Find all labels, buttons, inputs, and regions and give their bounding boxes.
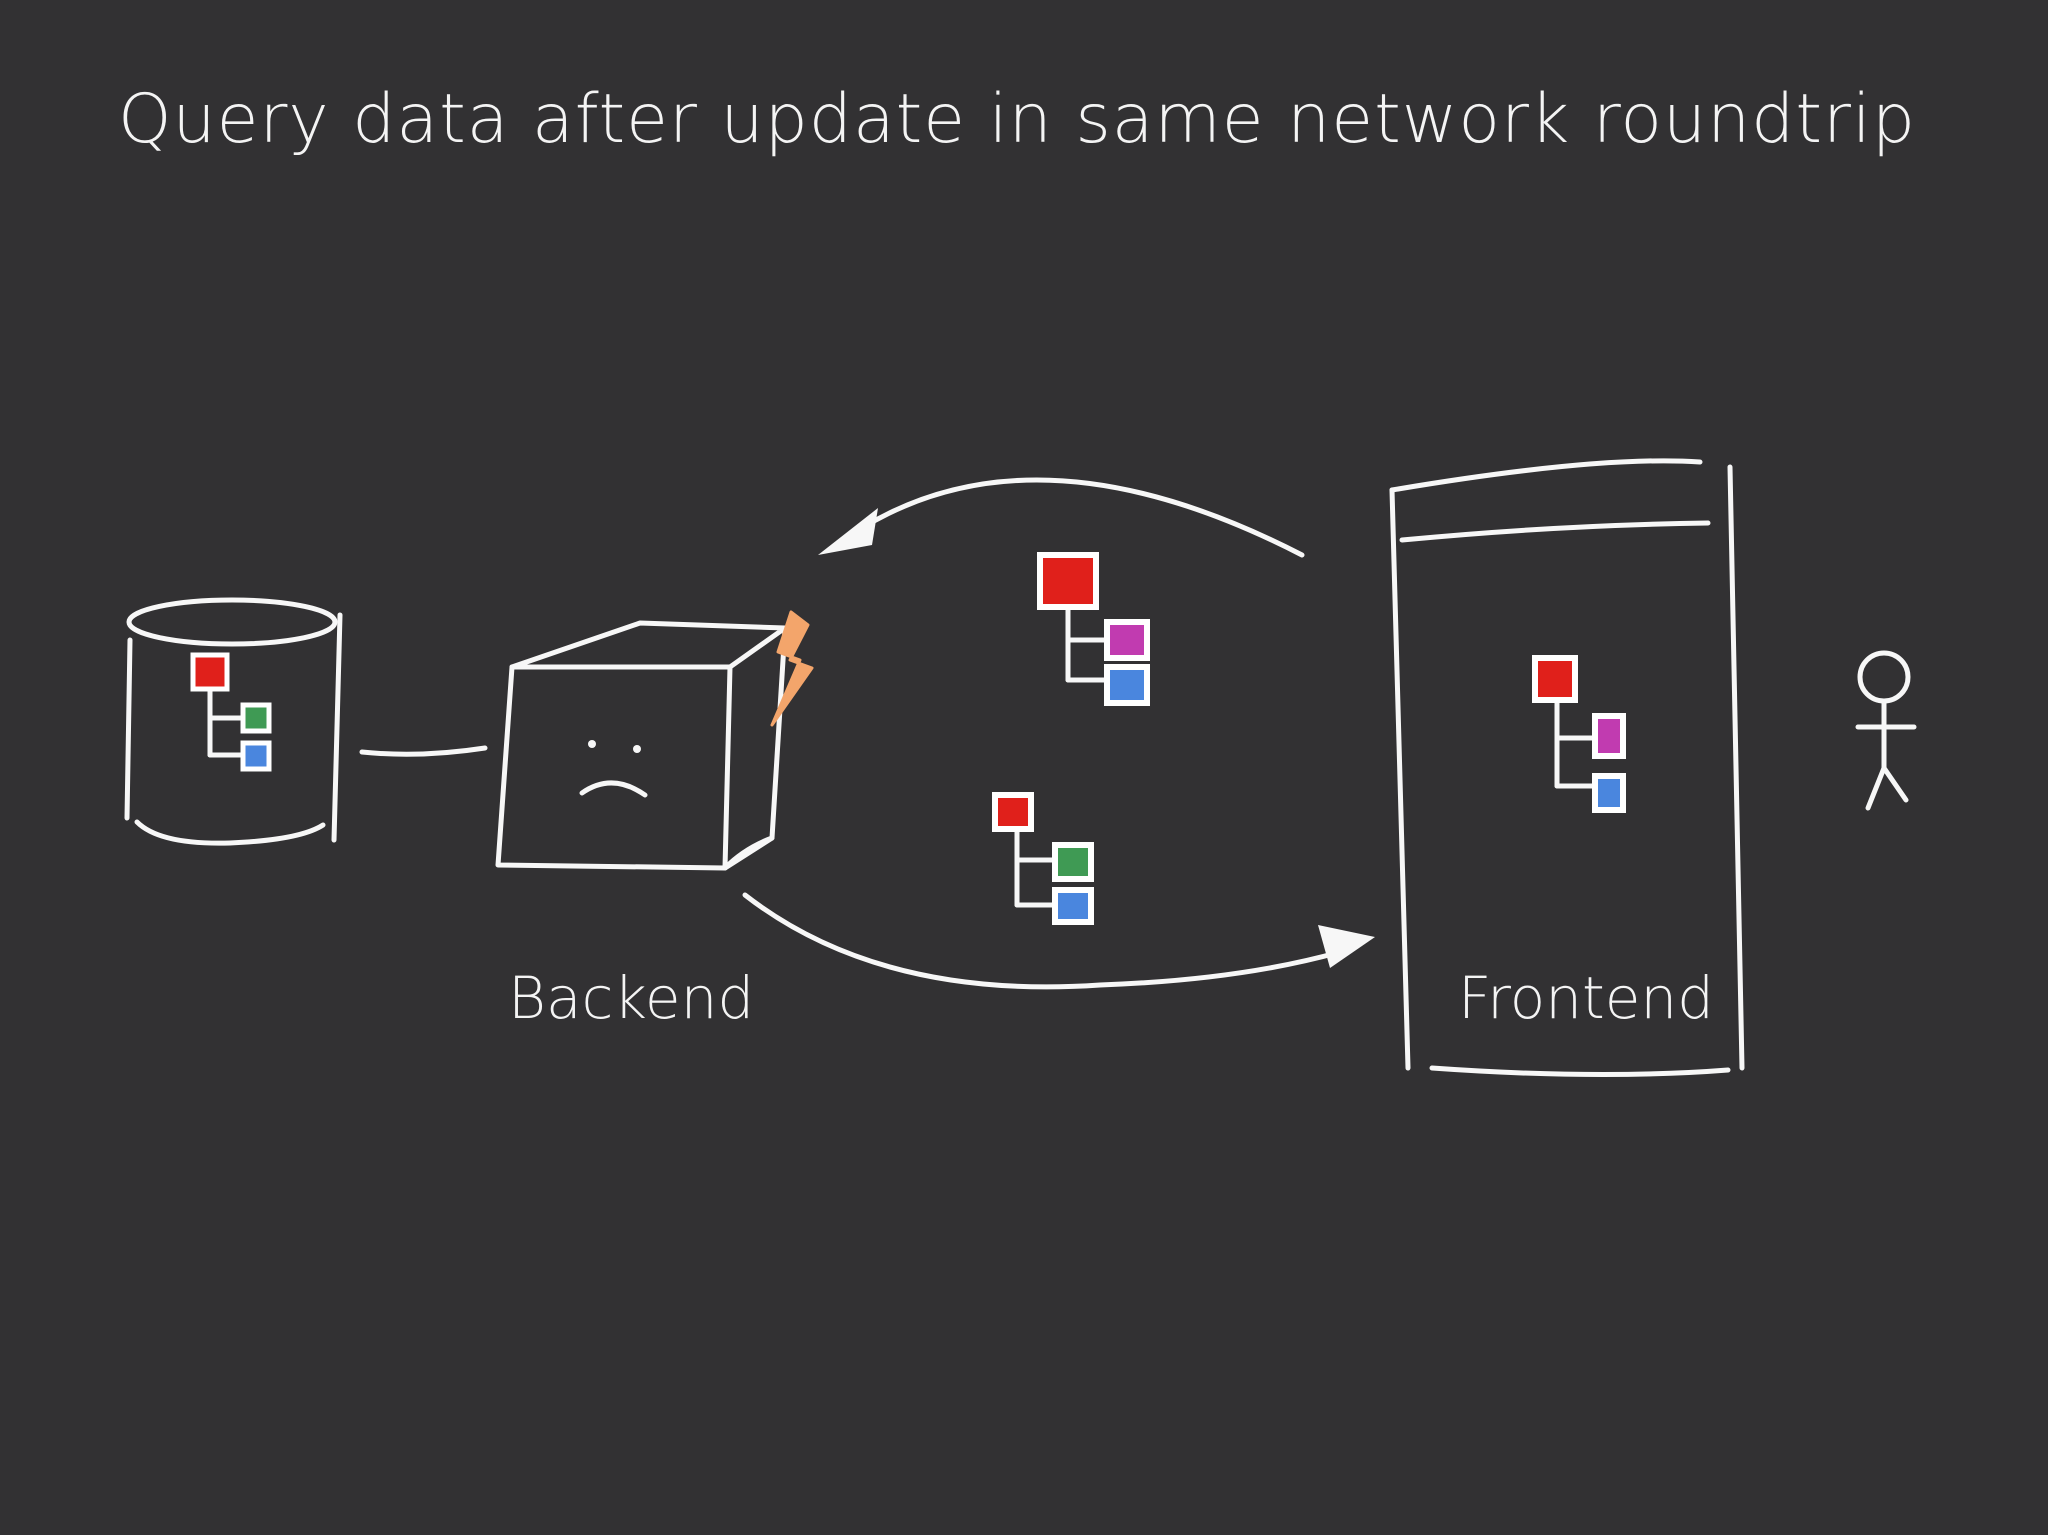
- connection-line: [359, 745, 488, 757]
- slide-title: Query data after update in same network …: [118, 80, 1917, 159]
- response-arrow: [742, 892, 1375, 990]
- backend-box-icon: [495, 620, 788, 871]
- data-tree-icon: [992, 792, 1094, 925]
- data-tree-icon: [1532, 655, 1626, 813]
- data-tree-icon: [1037, 552, 1150, 706]
- data-tree-icon: [193, 655, 269, 769]
- user-icon: [1855, 650, 1917, 811]
- lightning-icon: [770, 610, 814, 727]
- request-arrow: [818, 477, 1305, 558]
- database-icon: [124, 597, 343, 846]
- backend-label: Backend: [508, 964, 755, 1032]
- frontend-label: Frontend: [1458, 964, 1714, 1032]
- frontend-device-icon: [1389, 458, 1745, 1078]
